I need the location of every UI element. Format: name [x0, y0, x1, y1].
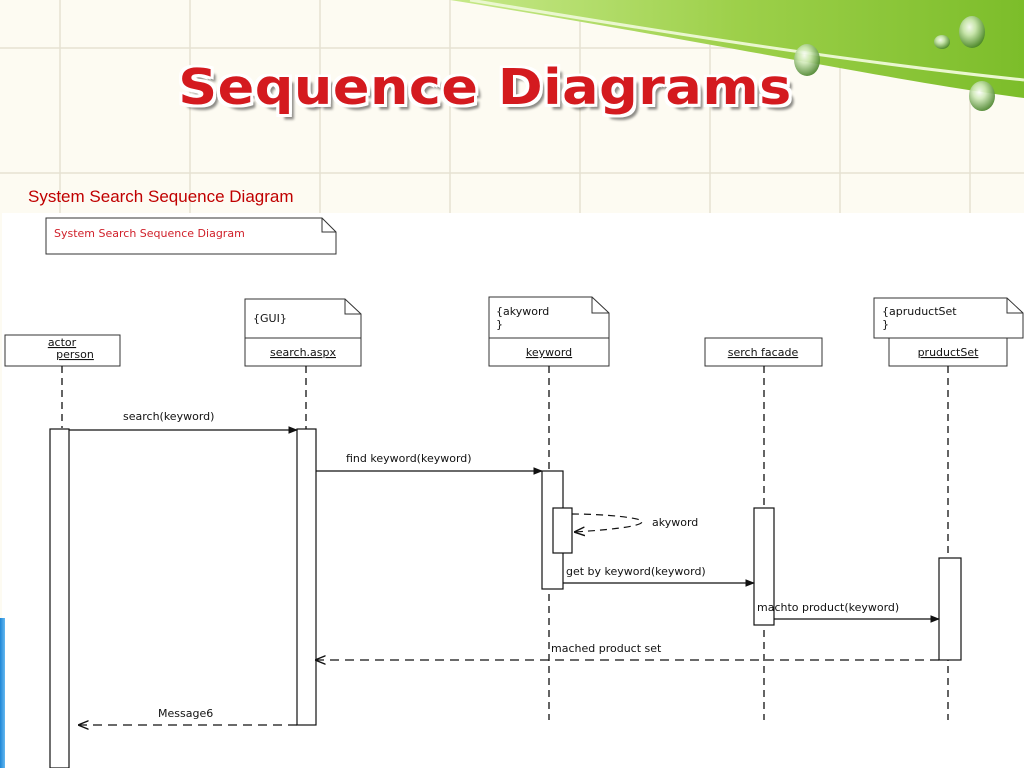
- lifeline-head-serch-facade: serch facade: [704, 337, 823, 367]
- note-akyword-line1: {akyword: [496, 305, 549, 318]
- message-search-label: search(keyword): [123, 410, 214, 423]
- message-message6-label: Message6: [158, 707, 213, 720]
- blue-edge-accent: [0, 618, 5, 768]
- note-gui-label: {GUI}: [253, 312, 287, 325]
- activation-serch-facade: [753, 507, 775, 626]
- note-akyword-line2: }: [496, 318, 503, 331]
- note-apruductset: {apruductSet }: [873, 297, 1024, 339]
- message-self-call: akyword: [571, 513, 698, 532]
- green-swoosh: [450, 0, 1024, 98]
- message-message6: Message6: [79, 707, 297, 725]
- lifeline-head-search-aspx: search.aspx: [244, 337, 362, 367]
- activation-actor: [49, 428, 70, 768]
- lifelines: [61, 366, 949, 720]
- lifeline-pruductset-label: pruductSet: [918, 346, 980, 359]
- message-find-label: find keyword(keyword): [346, 452, 472, 465]
- lifeline-head-keyword: keyword: [488, 337, 610, 367]
- lifeline-head-pruductset: pruductSet: [888, 337, 1008, 367]
- lifeline-serch-facade-label: serch facade: [728, 346, 799, 359]
- note-gui: {GUI}: [244, 298, 362, 339]
- note-apruductset-line2: }: [882, 318, 889, 331]
- activation-keyword-nested: [552, 507, 573, 554]
- water-drop-icon: [794, 16, 995, 111]
- message-machto-label: machto product(keyword): [757, 601, 899, 614]
- frame-note: System Search Sequence Diagram: [45, 217, 337, 255]
- lifeline-search-aspx-label: search.aspx: [270, 346, 336, 359]
- activation-pruductset: [938, 557, 962, 661]
- lifeline-keyword-label: keyword: [526, 346, 572, 359]
- message-machto: machto product(keyword): [757, 601, 940, 623]
- note-akyword: {akyword }: [488, 296, 610, 339]
- activation-search-aspx: [296, 428, 317, 726]
- message-get-by: get by keyword(keyword): [563, 565, 755, 587]
- message-matched-label: mached product set: [551, 642, 662, 655]
- lifeline-actor-line1: actor: [48, 336, 77, 349]
- activation-bars: [49, 428, 962, 768]
- lifeline-head-actor: actor person: [4, 334, 121, 367]
- message-matched: mached product set: [316, 642, 939, 660]
- slide-title: Sequence Diagrams: [178, 59, 792, 116]
- swoosh-highlight: [469, 0, 1024, 82]
- message-self-call-label: akyword: [652, 516, 698, 529]
- message-get-by-label: get by keyword(keyword): [566, 565, 706, 578]
- message-search: search(keyword): [69, 410, 298, 434]
- note-apruductset-line1: {apruductSet: [882, 305, 957, 318]
- slide-subtitle: System Search Sequence Diagram: [28, 187, 294, 206]
- frame-note-label: System Search Sequence Diagram: [54, 227, 245, 240]
- lifeline-actor-line2: person: [56, 348, 94, 361]
- message-find: find keyword(keyword): [316, 452, 543, 475]
